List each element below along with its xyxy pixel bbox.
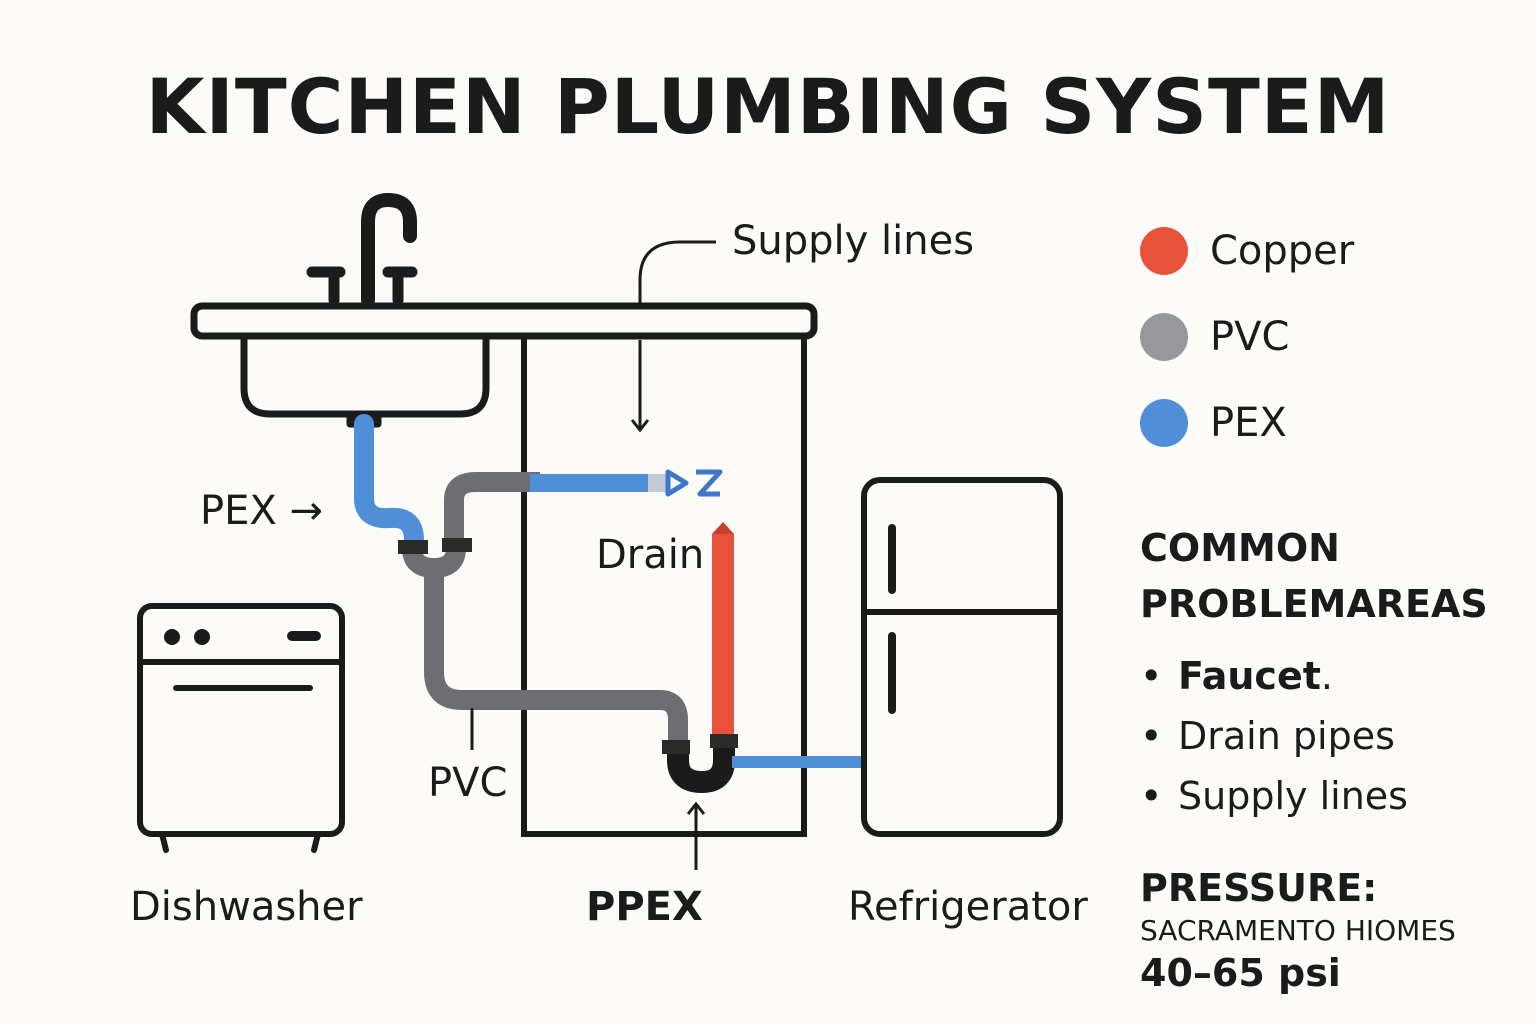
problem-suffix: . bbox=[1320, 654, 1333, 698]
pvc-label: PVC bbox=[428, 760, 508, 806]
copper-pipe-cap bbox=[712, 522, 734, 534]
pressure-block: PRESSURE: SACRAMENTO HIOMES 40–65 psi bbox=[1140, 866, 1456, 995]
problem-text: Supply lines bbox=[1178, 774, 1408, 818]
legend-label: PEX bbox=[1210, 400, 1287, 446]
ppex-label: PPEX bbox=[586, 884, 703, 930]
copper-swatch bbox=[1140, 227, 1188, 275]
drain-label: Drain bbox=[596, 532, 705, 578]
sink-icon bbox=[190, 302, 818, 428]
supply-lines-arrow bbox=[630, 340, 650, 433]
pex-supply-pipe bbox=[354, 414, 424, 556]
bullet: • bbox=[1140, 774, 1163, 818]
copper-pipe bbox=[712, 534, 734, 734]
faucet-icon bbox=[306, 193, 418, 307]
pvc-swatch bbox=[1140, 313, 1188, 361]
legend-item-pex: PEX bbox=[1140, 398, 1354, 448]
p-trap-icon bbox=[662, 734, 738, 793]
pressure-value: 40–65 psi bbox=[1140, 951, 1341, 995]
pressure-subtitle: SACRAMENTO HIOMES bbox=[1140, 914, 1456, 947]
problems-heading-line1: COMMON bbox=[1140, 526, 1340, 570]
supply-lines-leader bbox=[638, 240, 716, 306]
legend-item-copper: Copper bbox=[1140, 226, 1354, 276]
dishwasher-icon bbox=[137, 603, 345, 853]
legend-label: Copper bbox=[1210, 228, 1355, 274]
dishwasher-label: Dishwasher bbox=[130, 884, 363, 930]
problem-list: • Faucet. • Drain pipes • Supply lines bbox=[1140, 646, 1488, 826]
legend: Copper PVC PEX bbox=[1140, 226, 1354, 448]
problem-text: Drain pipes bbox=[1178, 714, 1395, 758]
pvc-drain-pipe bbox=[402, 547, 688, 746]
list-item: • Drain pipes bbox=[1140, 706, 1488, 766]
bullet: • bbox=[1140, 714, 1163, 758]
legend-label: PVC bbox=[1210, 314, 1290, 360]
problems-heading-line2: PROBLEMAREAS bbox=[1140, 582, 1488, 626]
problems-heading: COMMON PROBLEMAREAS bbox=[1140, 520, 1488, 632]
pex-fridge-line bbox=[732, 756, 862, 768]
legend-item-pvc: PVC bbox=[1140, 312, 1354, 362]
list-item: • Supply lines bbox=[1140, 766, 1488, 826]
ppex-arrow bbox=[686, 801, 706, 870]
bullet: • bbox=[1140, 654, 1163, 698]
pipe-coupler bbox=[442, 538, 472, 552]
pressure-heading: PRESSURE: bbox=[1140, 866, 1378, 910]
pex-label: PEX → bbox=[200, 488, 324, 534]
list-item: • Faucet. bbox=[1140, 646, 1488, 706]
refrigerator-label: Refrigerator bbox=[848, 884, 1088, 930]
pipe-coupler bbox=[398, 540, 428, 554]
pvc-drain-pipe-upper bbox=[444, 472, 540, 546]
sink-cabinet bbox=[521, 336, 807, 837]
valve-icon bbox=[665, 469, 723, 497]
pex-swatch bbox=[1140, 399, 1188, 447]
pipe-coupler bbox=[648, 474, 666, 492]
supply-lines-label: Supply lines bbox=[732, 218, 975, 264]
problem-areas: COMMON PROBLEMAREAS • Faucet. • Drain pi… bbox=[1140, 520, 1488, 826]
refrigerator-icon bbox=[861, 477, 1063, 837]
page-title: KITCHEN PLUMBING SYSTEM bbox=[145, 62, 1391, 151]
problem-text: Faucet bbox=[1178, 654, 1321, 698]
